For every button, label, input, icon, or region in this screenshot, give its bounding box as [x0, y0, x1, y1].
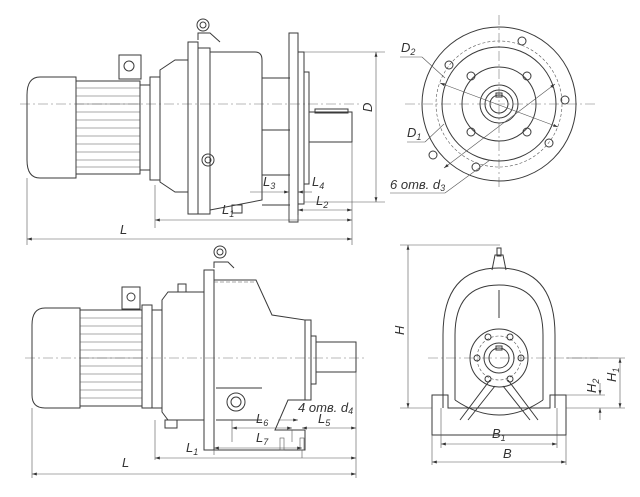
lifting-eye — [213, 245, 227, 259]
label-L2: L2 — [316, 193, 328, 210]
gearbox-adapter — [159, 59, 189, 193]
label-L: L — [122, 455, 129, 470]
lifting-eye — [196, 18, 210, 32]
label-L: L — [120, 222, 127, 237]
label-D: D — [360, 103, 375, 112]
label-flange-holes: 6 отв. d3 — [390, 177, 445, 193]
label-L3: L3 — [263, 174, 275, 191]
label-L4: L4 — [312, 174, 324, 191]
label-H1: H1 — [604, 368, 621, 382]
label-L7: L7 — [256, 430, 269, 447]
side-view-foot-mount: 4 отв. d4 L6 L5 L7 L1 L — [25, 245, 365, 478]
label-L5: L5 — [318, 411, 331, 428]
label-L1: L1 — [222, 202, 234, 219]
housing-arch — [442, 267, 556, 408]
terminal-box — [118, 54, 142, 80]
terminal-box — [121, 286, 141, 310]
label-B1: B1 — [492, 426, 506, 443]
foot-base — [431, 394, 567, 436]
label-foot-holes: 4 отв. d4 — [298, 400, 353, 416]
front-view-foot-mount: H H1 H2 B1 B — [392, 244, 625, 465]
motor-fan-cover — [31, 307, 81, 409]
mounting-flange — [288, 32, 299, 223]
motor-fan-cover — [26, 76, 77, 179]
side-view-flange-mount: D L L1 L2 L3 L4 — [20, 18, 385, 245]
label-H: H — [392, 325, 407, 335]
output-shaft — [315, 341, 357, 373]
flange-front-view: D2 D1 6 отв. d3 — [390, 15, 595, 194]
gearbox-adapter — [161, 291, 205, 421]
label-L6: L6 — [256, 411, 268, 428]
label-D2: D2 — [401, 40, 415, 57]
label-B: B — [503, 446, 512, 461]
label-D1: D1 — [407, 125, 421, 142]
output-shaft — [308, 111, 353, 143]
label-L1: L1 — [186, 440, 198, 457]
label-H2: H2 — [584, 379, 601, 393]
